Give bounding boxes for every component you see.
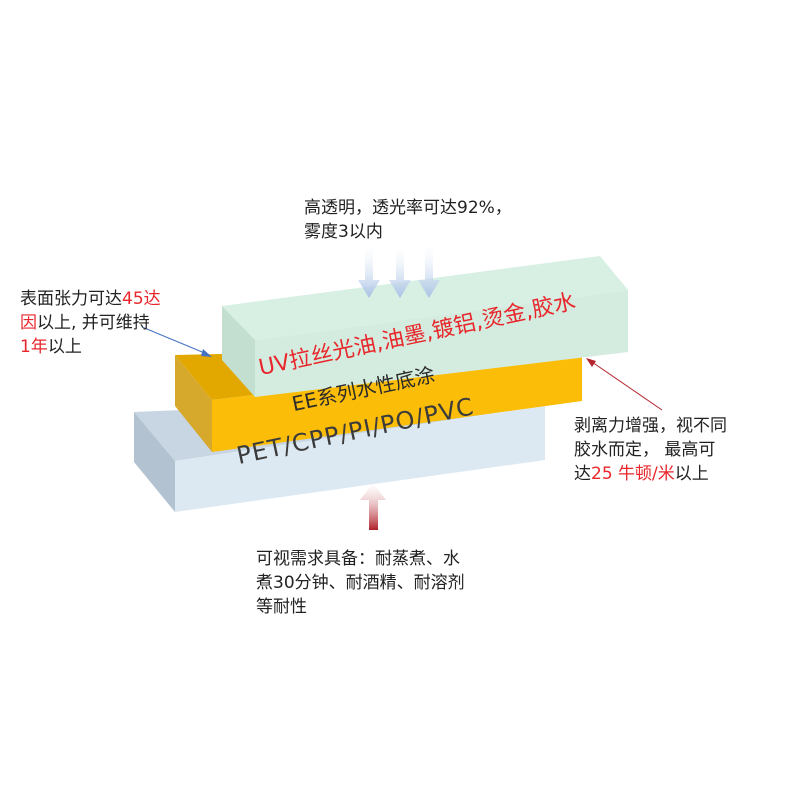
note-line: 胶水而定， 最高可 (574, 440, 716, 460)
ee-layer-front-face (212, 356, 582, 452)
note-highlight: 45达 (122, 289, 161, 309)
pointer-left (141, 326, 212, 357)
ee-layer-side-face (175, 355, 212, 452)
resistance-note: 可视需求具备：耐蒸煮、水 煮30分钟、耐酒精、耐溶剂 等耐性 (256, 547, 465, 619)
transparency-note: 高透明，透光率可达92%， 雾度3以内 (304, 196, 512, 244)
note-highlight: 1年 (20, 337, 48, 357)
peel-strength-note: 剥离力增强，视不同 胶水而定， 最高可 达25 牛顿/米以上 (574, 414, 727, 486)
pointer-right (586, 358, 663, 411)
note-text: 以上, 并可维持 (37, 313, 150, 333)
surface-tension-note: 表面张力可达45达 因以上, 并可维持 1年以上 (20, 287, 161, 359)
note-line: 雾度3以内 (304, 222, 383, 242)
arrowhead-icon (201, 349, 212, 357)
note-line: 因以上, 并可维持 (20, 311, 161, 335)
down-arrow-icon (389, 245, 411, 298)
note-text: 达 (574, 464, 591, 484)
uv-layer (222, 256, 628, 397)
note-line: 等耐性 (256, 597, 307, 617)
pet-layer-front-face (175, 406, 545, 512)
note-line: 高透明，透光率可达92%， (304, 198, 512, 218)
uv-layer-front-face (255, 290, 628, 397)
note-line: 表面张力可达45达 (20, 287, 161, 311)
uv-layer-side-face (222, 306, 255, 397)
note-text: 表面张力可达 (20, 289, 122, 309)
uv-layer-top-face (222, 256, 628, 340)
up-arrow-icon (360, 483, 386, 530)
down-arrow-icon (418, 245, 440, 298)
down-arrows (358, 245, 440, 298)
arrowhead-icon (586, 358, 596, 367)
note-line: 达25 牛顿/米以上 (574, 462, 727, 486)
note-line: 可视需求具备：耐蒸煮、水 (256, 549, 460, 569)
note-highlight: 因 (20, 313, 37, 333)
note-text: 以上 (47, 337, 82, 357)
down-arrow-icon (358, 245, 380, 298)
note-line: 剥离力增强，视不同 (574, 416, 727, 436)
note-text: 以上 (674, 464, 709, 484)
note-line: 煮30分钟、耐酒精、耐溶剂 (256, 573, 465, 593)
note-highlight: 25 牛顿/米 (591, 464, 675, 484)
note-line: 1年以上 (20, 335, 161, 359)
pet-layer-side-face (134, 412, 175, 512)
